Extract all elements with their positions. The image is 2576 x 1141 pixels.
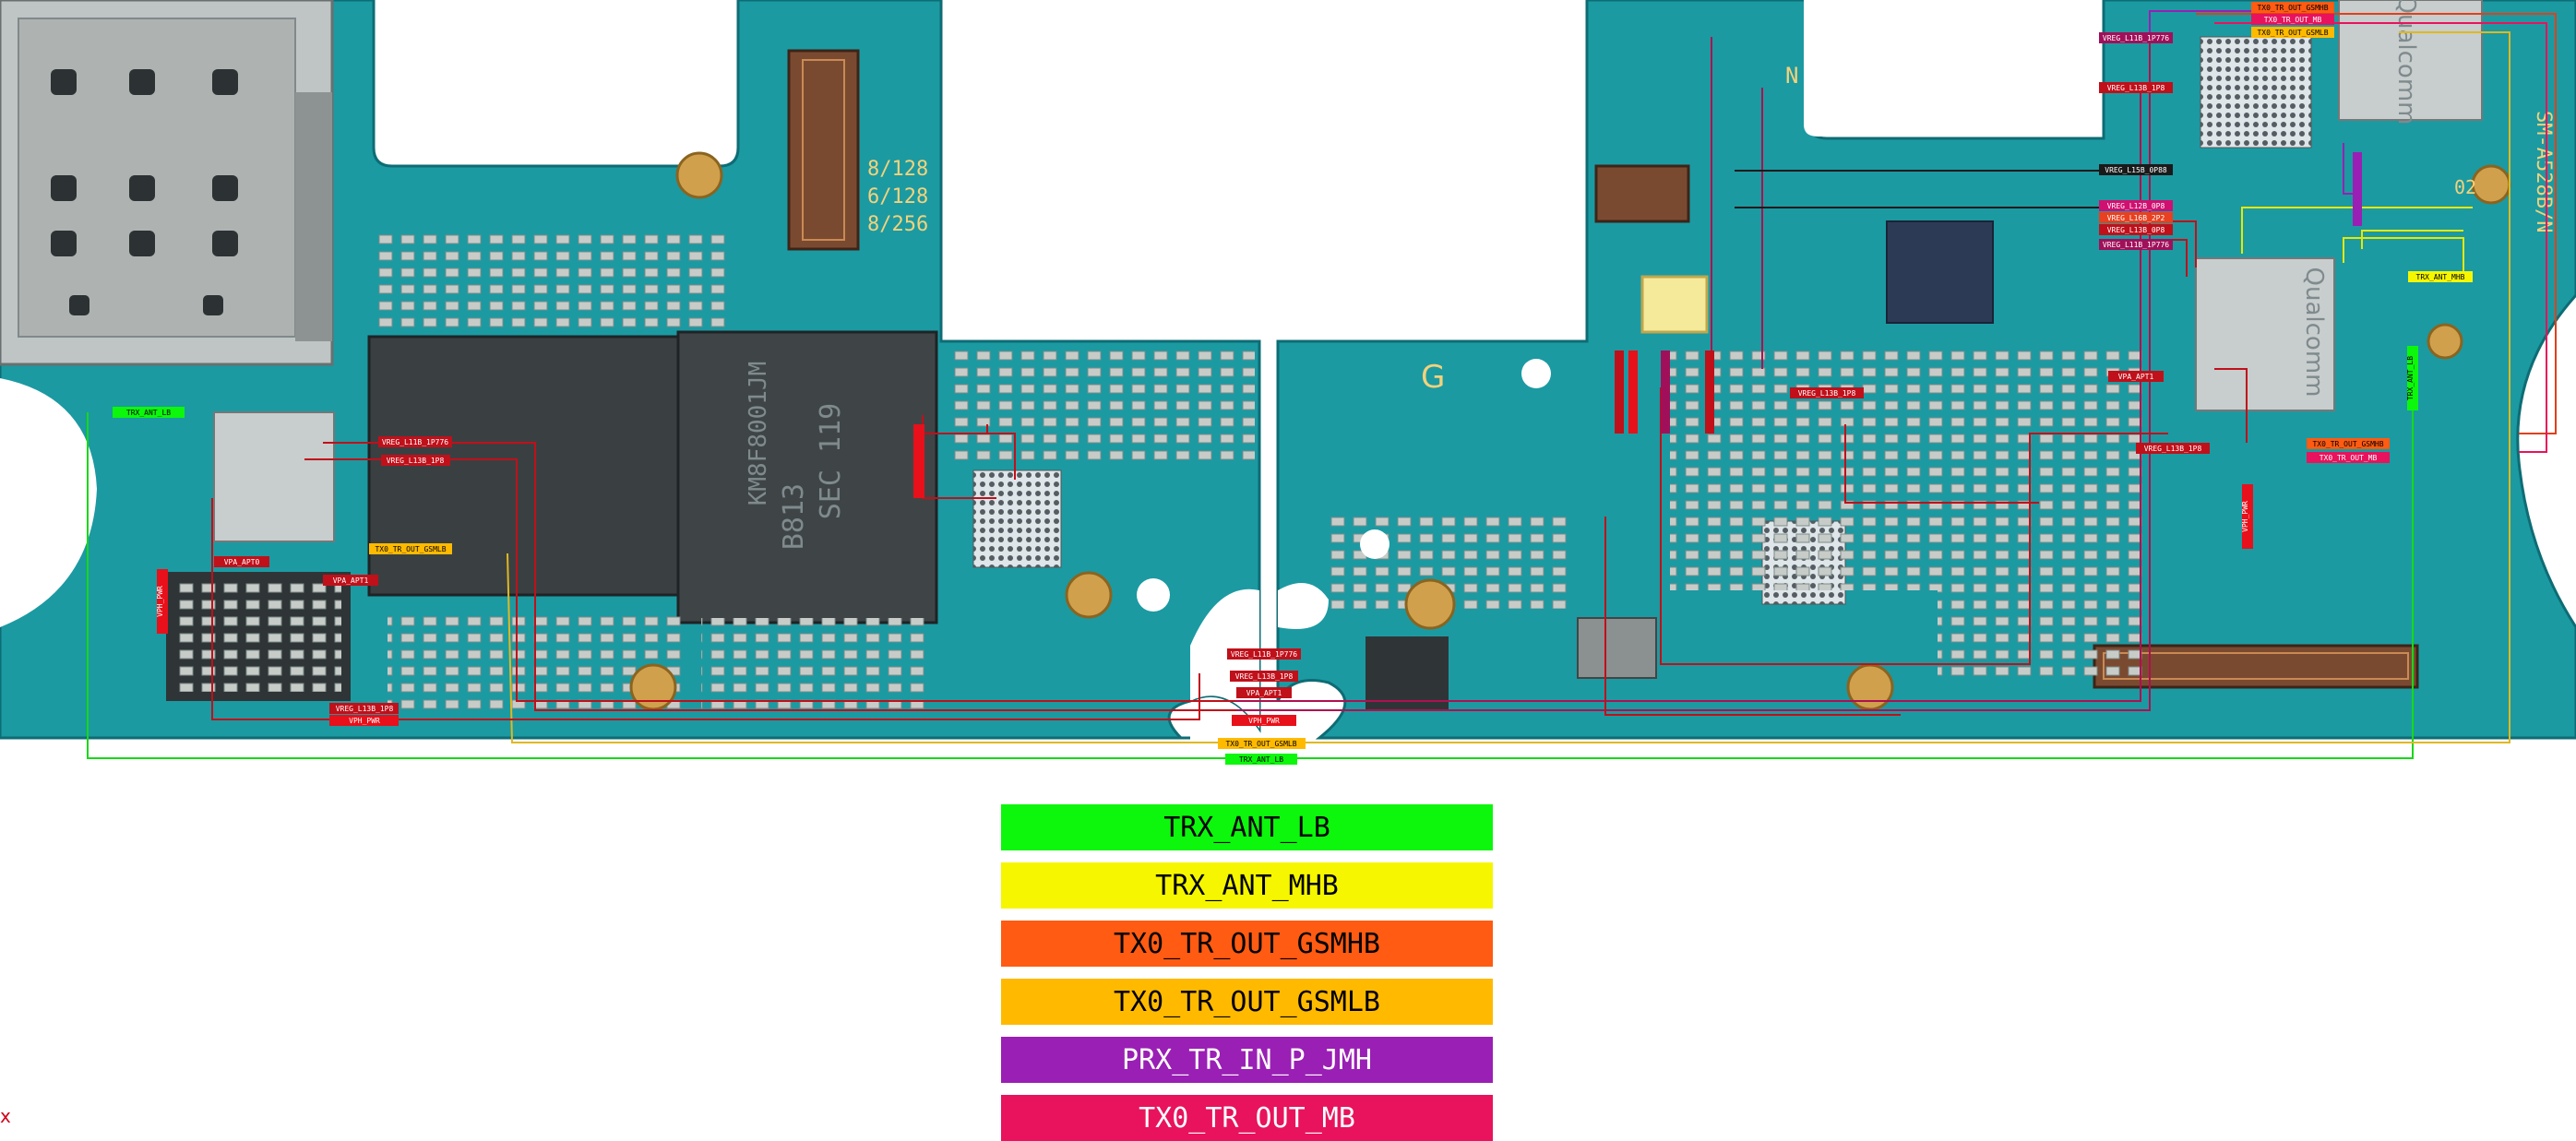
processor-chip: [1886, 220, 1994, 324]
net-label: VREG_L13B_1P8: [387, 457, 445, 465]
net-label: TX0_TR_OUT_GSMHB: [2257, 4, 2328, 12]
svg-text:8/256: 8/256: [867, 213, 928, 236]
net-labels: TRX_ANT_LB VREG_L11B_1P776 VREG_L13B_1P8…: [113, 2, 2473, 765]
net-label: TX0_TR_OUT_MB: [2264, 16, 2322, 24]
net-label: TX0_TR_OUT_GSMLB: [375, 545, 446, 553]
net-label: VPA_APT1: [1246, 689, 1282, 697]
legend-item-tx0-tr-out-mb: TX0_TR_OUT_MB: [1001, 1095, 1493, 1141]
legend-item-prx-tr-in-p-jmh: PRX_TR_IN_P_JMH: [1001, 1037, 1493, 1083]
net-label: TRX_ANT_MHB: [2416, 273, 2465, 281]
net-label: VPH_PWR: [1248, 717, 1280, 725]
legend-label: TX0_TR_OUT_MB: [1139, 1101, 1355, 1135]
svg-text:6/128: 6/128: [867, 185, 928, 208]
legend-item-trx-ant-mhb: TRX_ANT_MHB: [1001, 862, 1493, 909]
net-label: VREG_L11B_1P776: [2103, 34, 2169, 42]
qualcomm-chip: [2195, 257, 2335, 411]
net-label: TX0_TR_OUT_MB: [2320, 454, 2378, 462]
net-label: VREG_L13B_1P8: [336, 705, 394, 713]
qualcomm-chip-top: [2338, 0, 2483, 121]
net-label: VREG_L16B_2P2: [2107, 214, 2165, 222]
svg-text:N: N: [1785, 63, 1798, 89]
svg-text:Qualcomm: Qualcomm: [2300, 267, 2328, 398]
net-label: VREG_L13B_1P8: [1798, 389, 1856, 398]
net-label: VREG_L11B_1P776: [1231, 650, 1297, 659]
bga-chip: [972, 469, 1062, 568]
net-label: VREG_L13B_1P8: [2144, 445, 2202, 453]
board-connector: [1594, 164, 1690, 223]
net-label: VREG_L13B_0P8: [2107, 226, 2165, 234]
silkscreen-logo: G: [1421, 359, 1445, 396]
net-label: VREG_L13B_1P8: [2107, 84, 2165, 92]
rf-chip-left: [213, 411, 335, 542]
net-label: VREG_L13B_1P8: [1235, 672, 1294, 681]
svg-text:Qualcomm: Qualcomm: [2392, 0, 2420, 125]
net-label: VPH_PWR: [349, 717, 380, 725]
net-label: VREG_L12B_0P8: [2107, 202, 2165, 210]
legend-label: PRX_TR_IN_P_JMH: [1122, 1043, 1372, 1076]
net-label: VREG_L11B_1P776: [382, 438, 448, 446]
legend-label: TX0_TR_OUT_GSMHB: [1114, 927, 1380, 960]
legend-label: TRX_ANT_MHB: [1155, 869, 1339, 902]
flash-led: [1640, 275, 1709, 334]
silkscreen-model: SM-A528B/N: [2532, 111, 2555, 232]
silkscreen-storage: 8/128 6/128 8/256: [867, 158, 928, 236]
sim-card-tray: [0, 0, 334, 366]
net-label: TRX_ANT_LB: [126, 409, 171, 417]
net-label: VPA_APT0: [224, 558, 260, 566]
net-label: VREG_L11B_1P776: [2103, 241, 2169, 249]
legend-label: TX0_TR_OUT_GSMLB: [1114, 985, 1380, 1018]
net-label: TRX_ANT_LB: [2406, 356, 2415, 400]
net-label: TX0_TR_OUT_GSMLB: [2257, 29, 2328, 37]
legend-item-trx-ant-lb: TRX_ANT_LB: [1001, 804, 1493, 850]
chip-marking: KM8F8001JM: [745, 362, 772, 506]
net-label: TRX_ANT_LB: [1239, 755, 1283, 764]
legend-item-tx0-tr-out-gsmlb: TX0_TR_OUT_GSMLB: [1001, 979, 1493, 1025]
net-label: TX0_TR_OUT_GSMLB: [1225, 740, 1296, 748]
pcb-schematic-board: SEC 119 B813 KM8F8001JM 8/1286/1288/256 …: [0, 0, 2576, 765]
chip-marking: SEC 119: [815, 403, 847, 519]
net-label: TX0_TR_OUT_GSMHB: [2312, 440, 2383, 448]
legend-item-tx0-tr-out-gsmhb: TX0_TR_OUT_GSMHB: [1001, 921, 1493, 967]
svg-text:02: 02: [2454, 176, 2476, 198]
net-label: VPH_PWR: [2241, 501, 2249, 532]
memory-chips: SEC 119 B813 KM8F8001JM: [367, 330, 938, 624]
board-connector: [787, 49, 860, 251]
svg-text:8/128: 8/128: [867, 158, 928, 181]
net-label: VPA_APT1: [2118, 373, 2154, 381]
bga-chip: [2200, 36, 2312, 149]
net-label: VPA_APT1: [333, 576, 369, 585]
net-label: VPH_PWR: [156, 586, 164, 617]
legend-label: TRX_ANT_LB: [1163, 811, 1330, 844]
corner-mark: x: [0, 1105, 11, 1127]
chip-marking: B813: [778, 483, 810, 550]
net-label: VREG_L15B_0P88: [2105, 166, 2167, 174]
